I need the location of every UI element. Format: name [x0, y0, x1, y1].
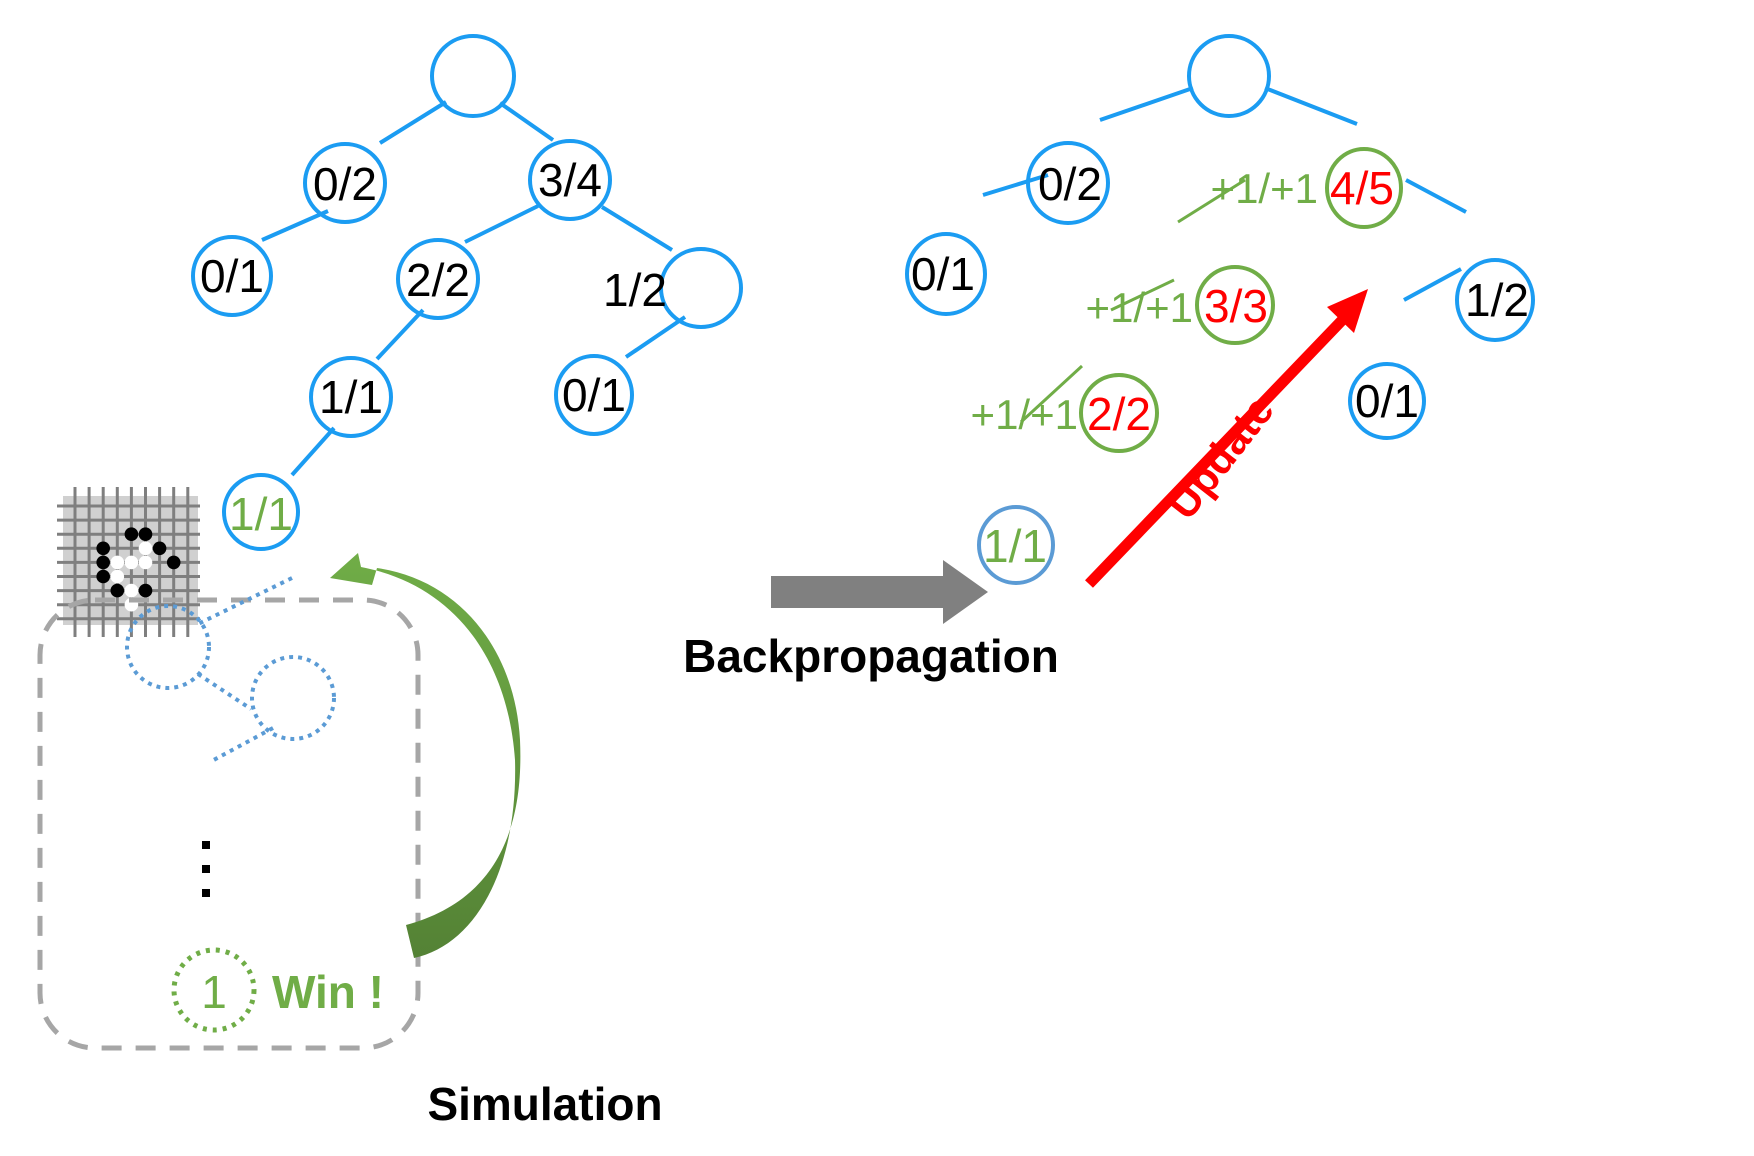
simulation-box — [37, 597, 421, 1051]
right-tree — [905, 34, 1535, 585]
left-node-1-1 — [309, 356, 393, 438]
black-stone — [110, 583, 125, 598]
r-edge-02-01 — [982, 173, 1049, 197]
rollout-node-2 — [250, 655, 336, 741]
rollout-node-1 — [125, 604, 211, 690]
backpropagation-arrow — [771, 560, 988, 624]
update-arrow-shaft — [1085, 308, 1354, 588]
left-node-0-2 — [303, 142, 387, 224]
left-label-0-1-a: 0/1 — [200, 250, 264, 302]
edge-12-01 — [624, 315, 687, 359]
black-stone — [138, 583, 153, 598]
left-label-3-4: 3/4 — [538, 154, 602, 206]
ellipsis-dot — [202, 889, 210, 897]
win-label: Win ! — [272, 966, 384, 1018]
left-node-0-1-a — [191, 235, 273, 317]
terminal-node — [171, 947, 257, 1033]
return-arrow — [330, 553, 521, 958]
right-label-4-5: 4/5 — [1330, 162, 1394, 214]
r-edge-root-02 — [1099, 86, 1194, 122]
simulation-title: Simulation — [427, 1078, 662, 1130]
simulation-rollout — [125, 576, 336, 764]
right-node-1-2 — [1455, 258, 1535, 342]
white-stone — [124, 583, 139, 598]
update-label: Update — [1158, 387, 1283, 528]
r-edge-12-01 — [1403, 267, 1462, 302]
right-node-2-2 — [1079, 373, 1159, 453]
right-label-3-3: 3/3 — [1204, 280, 1268, 332]
right-node-0-1-b — [1348, 362, 1426, 440]
right-root-node — [1187, 34, 1271, 118]
black-stone — [152, 541, 167, 556]
edge-root-34 — [498, 101, 555, 142]
r-edge-22-leaf — [1019, 364, 1084, 424]
right-label-2-2: 2/2 — [1087, 388, 1151, 440]
left-leaf-node — [222, 473, 300, 551]
right-tree-labels: 0/2 4/5 0/1 3/3 1/2 0/1 2/2 1/1 — [911, 158, 1529, 572]
black-stone — [166, 555, 181, 570]
go-board — [57, 487, 200, 637]
rollout-edge-2 — [196, 672, 253, 711]
black-stone — [124, 527, 139, 541]
delta-3-3: +1/+1 — [1086, 284, 1193, 331]
black-stone — [138, 527, 153, 541]
update-arrow — [1085, 289, 1368, 588]
black-stone — [96, 541, 110, 556]
ellipsis-dots — [202, 841, 210, 897]
black-stone — [96, 569, 110, 584]
right-tree-edges — [982, 86, 1467, 424]
white-stone — [138, 555, 153, 570]
r-edge-root-45 — [1264, 86, 1358, 126]
right-label-0-1-a: 0/1 — [911, 248, 975, 300]
r-edge-33-22 — [1110, 278, 1175, 312]
left-label-1-2: 1/2 — [603, 264, 667, 316]
left-node-3-4 — [528, 139, 612, 221]
left-root-node — [430, 34, 516, 118]
right-node-0-1-a — [905, 232, 987, 316]
edge-22-11 — [375, 308, 425, 361]
right-leaf-node — [977, 505, 1055, 585]
left-label-1-1: 1/1 — [319, 371, 383, 423]
right-label-0-2: 0/2 — [1038, 158, 1102, 210]
left-node-0-1-b — [554, 354, 634, 436]
edge-11-leaf — [290, 426, 336, 477]
ellipsis-dot — [202, 865, 210, 873]
rollout-edge-3 — [209, 726, 274, 764]
white-stone — [110, 555, 125, 570]
update-arrow-head — [1327, 289, 1368, 333]
edge-34-12 — [600, 205, 674, 252]
r-edge-45-33 — [1177, 178, 1246, 224]
black-stone — [96, 555, 110, 570]
left-node-1-2 — [659, 247, 743, 329]
gray-arrow-icon — [771, 560, 988, 624]
left-label-0-2: 0/2 — [313, 158, 377, 210]
white-stone — [110, 569, 125, 584]
ellipsis-dot — [202, 841, 210, 849]
delta-4-5: +1/+1 — [1211, 165, 1318, 212]
edge-root-02 — [378, 100, 448, 145]
right-label-0-1-b: 0/1 — [1355, 375, 1419, 427]
delta-labels: +1/+1 +1/+1 +1/+1 — [971, 165, 1318, 438]
left-label-0-1-b: 0/1 — [562, 369, 626, 421]
left-label-2-2: 2/2 — [406, 254, 470, 306]
right-label-leaf: 1/1 — [983, 520, 1047, 572]
edge-02-01 — [261, 209, 329, 242]
terminal-node-label: 1 — [201, 966, 227, 1018]
left-node-2-2 — [396, 238, 480, 320]
right-node-4-5 — [1325, 147, 1403, 229]
edge-34-22 — [464, 204, 539, 244]
right-label-1-2: 1/2 — [1465, 274, 1529, 326]
left-tree-labels: 0/2 3/4 0/1 2/2 1/2 0/1 1/1 1/1 — [200, 154, 667, 540]
white-stone — [138, 541, 153, 556]
white-stone — [124, 555, 139, 570]
delta-2-2: +1/+1 — [971, 391, 1078, 438]
left-label-leaf: 1/1 — [229, 488, 293, 540]
r-edge-45-12 — [1405, 178, 1467, 214]
right-node-3-3 — [1195, 265, 1275, 345]
right-node-0-2 — [1026, 141, 1110, 225]
backpropagation-label: Backpropagation — [683, 630, 1059, 682]
left-tree — [191, 34, 743, 551]
